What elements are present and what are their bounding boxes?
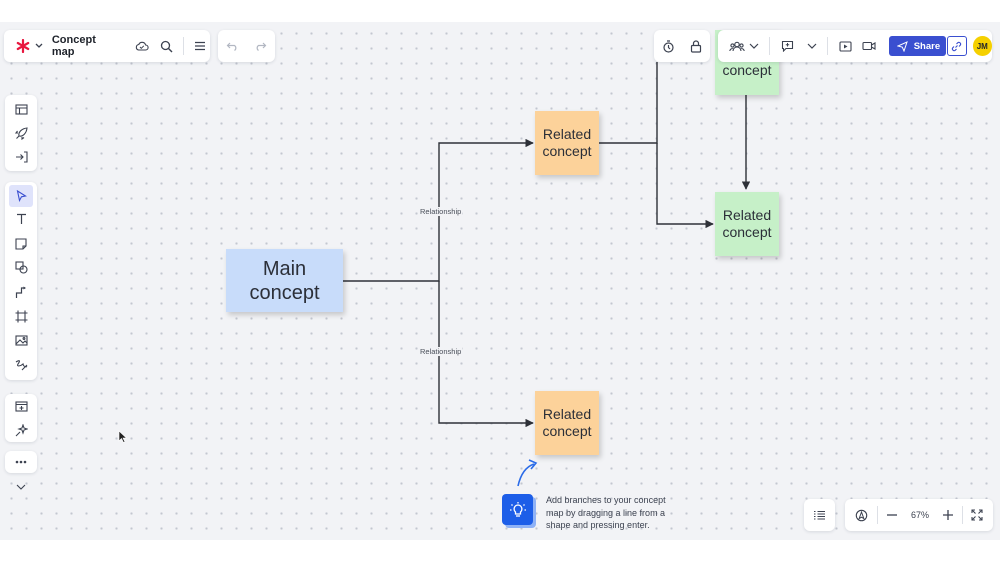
divider [962, 506, 963, 524]
search-icon[interactable] [155, 40, 177, 53]
zoom-in-icon[interactable] [938, 510, 958, 520]
main-concept-label: Main concept [249, 257, 320, 304]
zoom-out-icon[interactable] [882, 514, 902, 516]
divider [826, 37, 828, 55]
left-toolbar-main [5, 182, 37, 380]
outline-panel [804, 499, 835, 531]
share-button[interactable]: Share [888, 36, 947, 56]
redo-icon[interactable] [250, 41, 272, 51]
main-concept-note[interactable]: Main concept [226, 249, 343, 312]
text-tool-icon[interactable] [7, 207, 35, 231]
timer-lock-panel [654, 30, 710, 62]
related-concept-note-bottom[interactable]: Related concept [535, 391, 599, 455]
divider [183, 37, 185, 55]
import-icon[interactable] [7, 145, 35, 169]
mouse-cursor [118, 430, 128, 443]
menu-icon[interactable] [190, 41, 210, 51]
related-concept-label-bottom: Related concept [542, 406, 592, 439]
outline-list-icon[interactable] [813, 510, 826, 521]
comment-icon[interactable] [778, 40, 797, 52]
chevron-down-icon[interactable] [747, 43, 761, 49]
link-icon [952, 41, 962, 51]
timer-icon[interactable] [657, 39, 679, 53]
send-icon [896, 40, 908, 52]
divider [768, 37, 770, 55]
more-tools-button[interactable] [5, 451, 37, 473]
left-toolbar-top [5, 95, 37, 171]
chevron-down-icon[interactable] [805, 43, 819, 49]
relationship-label-lower[interactable]: Relationship [419, 347, 463, 356]
chevron-down-icon[interactable] [34, 43, 44, 49]
connector-main-to-bottom [438, 281, 534, 428]
collaborators-icon[interactable] [726, 41, 747, 52]
tip-icon [502, 494, 533, 525]
select-tool-icon[interactable] [9, 185, 33, 208]
more-icon [15, 460, 27, 464]
templates-icon[interactable] [7, 97, 35, 121]
ai-sparkle-icon[interactable] [7, 418, 35, 442]
hint-arrow [517, 459, 538, 487]
zoom-panel: 67% [845, 499, 993, 531]
frame-tool-icon[interactable] [7, 304, 35, 328]
draw-tool-icon[interactable] [7, 353, 35, 377]
tip-text: Add branches to your concept map by drag… [546, 495, 666, 530]
avatar[interactable]: JM [972, 36, 992, 56]
connectors [343, 62, 751, 428]
navigation-icon[interactable] [849, 509, 873, 522]
zoom-level[interactable]: 67% [910, 510, 929, 520]
cloud-sync-icon[interactable] [131, 41, 153, 51]
connector-top-to-partial [599, 62, 658, 144]
canvas[interactable]: Relationship Relationship Main concept R… [0, 22, 1000, 540]
related-concept-note-top[interactable]: Related concept [535, 111, 599, 175]
related-concept-label-right: Related concept [722, 207, 772, 240]
related-concept-note-right[interactable]: Related concept [715, 192, 779, 256]
collapse-toolbar-chevron-icon[interactable] [14, 482, 28, 492]
sticky-note-tool-icon[interactable] [7, 232, 35, 256]
add-container-icon[interactable] [7, 394, 35, 418]
undo-icon[interactable] [221, 41, 243, 51]
connector-tool-icon[interactable] [7, 280, 35, 304]
present-icon[interactable] [836, 40, 855, 52]
divider [877, 506, 878, 524]
avatar-initials: JM [976, 41, 988, 51]
document-header: Concept map [4, 30, 210, 62]
shapes-tool-icon[interactable] [7, 256, 35, 280]
brand-logo-icon[interactable] [12, 39, 34, 53]
connector-top-to-right [656, 143, 714, 229]
share-label: Share [913, 40, 941, 52]
collaboration-panel: Share JM [718, 30, 992, 62]
video-call-icon[interactable] [859, 41, 878, 51]
undo-redo-panel [218, 30, 275, 62]
document-title[interactable]: Concept map [51, 34, 96, 58]
image-tool-icon[interactable] [7, 329, 35, 353]
concept-label-partial: concept [722, 62, 772, 78]
left-toolbar-bottom [5, 394, 37, 442]
related-concept-label-top: Related concept [542, 126, 592, 159]
copy-link-button[interactable] [947, 36, 967, 56]
relationship-label-upper[interactable]: Relationship [419, 207, 463, 216]
fullscreen-icon[interactable] [967, 509, 987, 521]
rocket-icon[interactable] [7, 121, 35, 145]
lock-icon[interactable] [685, 39, 707, 53]
